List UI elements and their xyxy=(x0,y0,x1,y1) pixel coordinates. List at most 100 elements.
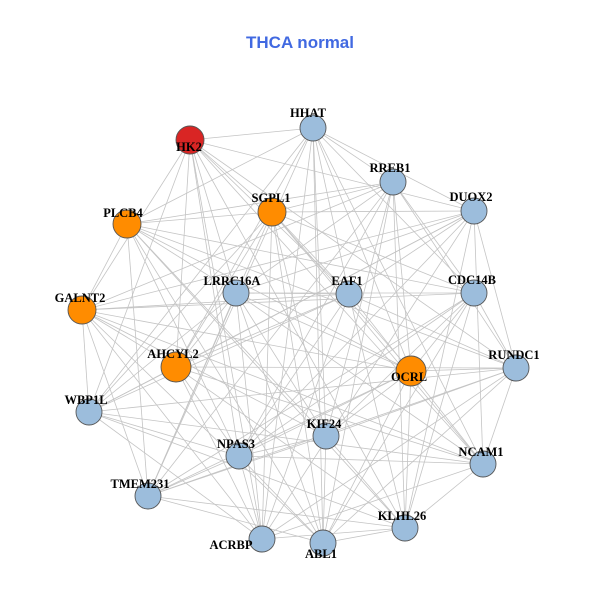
edge-TMEM231-ABL1 xyxy=(147,495,324,544)
node-KIF24 xyxy=(312,422,340,450)
edge-KLHL26-ABL1 xyxy=(322,527,406,544)
edge-GALNT2-NCAM1 xyxy=(81,309,484,465)
node-PLCB4 xyxy=(112,209,142,239)
node-label-HK2: HK2 xyxy=(176,140,202,154)
edge-OCRL-KIF24 xyxy=(325,370,412,437)
edge-HHAT-EAF1 xyxy=(312,127,350,295)
edge-LRRC16A-KIF24 xyxy=(235,292,327,437)
edge-HK2-KLHL26 xyxy=(189,139,406,529)
node-TMEM231 xyxy=(134,482,162,510)
node-HHAT xyxy=(299,114,327,142)
edge-SGPL1-DUOX2 xyxy=(271,210,475,213)
edge-HK2-AHCYL2 xyxy=(175,139,191,368)
edge-DUOX2-GALNT2 xyxy=(81,210,475,311)
edge-RUNDC1-ACRBP xyxy=(261,367,517,540)
node-DUOX2 xyxy=(460,197,488,225)
edge-RREB1-TMEM231 xyxy=(147,181,394,497)
node-label-TMEM231: TMEM231 xyxy=(110,477,169,491)
edge-CDC14B-ABL1 xyxy=(322,292,475,544)
edge-GALNT2-WBP1L xyxy=(81,309,90,413)
node-label-KIF24: KIF24 xyxy=(307,417,342,431)
node-label-HHAT: HHAT xyxy=(290,106,327,120)
edge-AHCYL2-KLHL26 xyxy=(175,366,406,529)
node-label-CDC14B: CDC14B xyxy=(448,273,496,287)
edge-EAF1-WBP1L xyxy=(88,293,350,413)
edge-RREB1-LRRC16A xyxy=(235,181,394,294)
edge-PLCB4-CDC14B xyxy=(126,223,475,294)
edge-OCRL-TMEM231 xyxy=(147,370,412,497)
edge-GALNT2-TMEM231 xyxy=(81,309,149,497)
node-label-KLHL26: KLHL26 xyxy=(378,509,427,523)
edge-CDC14B-KLHL26 xyxy=(404,292,475,529)
node-WBP1L xyxy=(75,398,103,426)
edge-WBP1L-NPAS3 xyxy=(88,411,240,457)
edge-NPAS3-ACRBP xyxy=(238,455,263,540)
edge-HHAT-KIF24 xyxy=(312,127,327,437)
edge-HK2-NCAM1 xyxy=(189,139,484,465)
edge-HHAT-WBP1L xyxy=(88,127,314,413)
edge-CDC14B-RUNDC1 xyxy=(473,292,517,369)
edge-HHAT-CDC14B xyxy=(312,127,475,294)
edge-KLHL26-ACRBP xyxy=(261,527,406,540)
edge-OCRL-KLHL26 xyxy=(404,370,412,529)
edge-NPAS3-TMEM231 xyxy=(147,455,240,497)
node-LRRC16A xyxy=(222,279,250,307)
node-label-GALNT2: GALNT2 xyxy=(55,291,106,305)
nodes-layer xyxy=(67,114,530,557)
edge-SGPL1-ABL1 xyxy=(271,211,324,544)
edge-RREB1-OCRL xyxy=(392,181,412,372)
edge-GALNT2-KIF24 xyxy=(81,309,327,437)
node-KLHL26 xyxy=(391,514,419,542)
chart-title: THCA normal xyxy=(246,33,354,52)
edge-GALNT2-AHCYL2 xyxy=(81,309,177,368)
edge-HHAT-HK2 xyxy=(189,127,314,141)
node-label-NCAM1: NCAM1 xyxy=(458,445,503,459)
edge-EAF1-NPAS3 xyxy=(238,293,350,457)
edge-WBP1L-NCAM1 xyxy=(88,411,484,465)
edge-LRRC16A-TMEM231 xyxy=(147,292,237,497)
edge-GALNT2-ABL1 xyxy=(81,309,324,544)
edge-HHAT-TMEM231 xyxy=(147,127,314,497)
node-label-DUOX2: DUOX2 xyxy=(449,190,492,204)
edge-GALNT2-ACRBP xyxy=(81,309,263,540)
edge-RUNDC1-NCAM1 xyxy=(482,367,517,465)
edge-AHCYL2-WBP1L xyxy=(88,366,177,413)
edge-SGPL1-CDC14B xyxy=(271,211,475,294)
edge-HHAT-PLCB4 xyxy=(126,127,314,225)
edge-OCRL-NPAS3 xyxy=(238,370,412,457)
node-label-ABL1: ABL1 xyxy=(305,547,337,561)
edge-PLCB4-TMEM231 xyxy=(126,223,149,497)
node-label-OCRL: OCRL xyxy=(391,370,427,384)
edge-KIF24-NPAS3 xyxy=(238,435,327,457)
edge-DUOX2-NCAM1 xyxy=(473,210,484,465)
node-RREB1 xyxy=(379,168,407,196)
edge-CDC14B-NPAS3 xyxy=(238,292,475,457)
edge-CDC14B-GALNT2 xyxy=(81,292,475,311)
edge-HHAT-RREB1 xyxy=(312,127,394,183)
edge-RREB1-KIF24 xyxy=(325,181,394,437)
edge-HK2-WBP1L xyxy=(88,139,191,413)
node-OCRL xyxy=(395,355,427,387)
edge-CDC14B-OCRL xyxy=(410,292,475,372)
edge-LRRC16A-ABL1 xyxy=(235,292,324,544)
node-RUNDC1 xyxy=(502,354,530,382)
node-HK2 xyxy=(175,125,205,155)
edge-SGPL1-WBP1L xyxy=(88,211,273,413)
node-ACRBP xyxy=(248,525,276,553)
edge-DUOX2-KLHL26 xyxy=(404,210,475,529)
edge-PLCB4-LRRC16A xyxy=(126,223,237,294)
edge-CDC14B-TMEM231 xyxy=(147,292,475,497)
node-label-WBP1L: WBP1L xyxy=(64,393,107,407)
node-AHCYL2 xyxy=(160,351,192,383)
edge-OCRL-ABL1 xyxy=(322,370,412,544)
node-NCAM1 xyxy=(469,450,497,478)
node-label-RUNDC1: RUNDC1 xyxy=(488,348,539,362)
edge-EAF1-GALNT2 xyxy=(81,293,350,311)
edge-RUNDC1-WBP1L xyxy=(88,367,517,413)
edge-PLCB4-GALNT2 xyxy=(81,223,128,311)
edge-HK2-SGPL1 xyxy=(189,139,273,213)
edge-SGPL1-EAF1 xyxy=(271,211,350,295)
